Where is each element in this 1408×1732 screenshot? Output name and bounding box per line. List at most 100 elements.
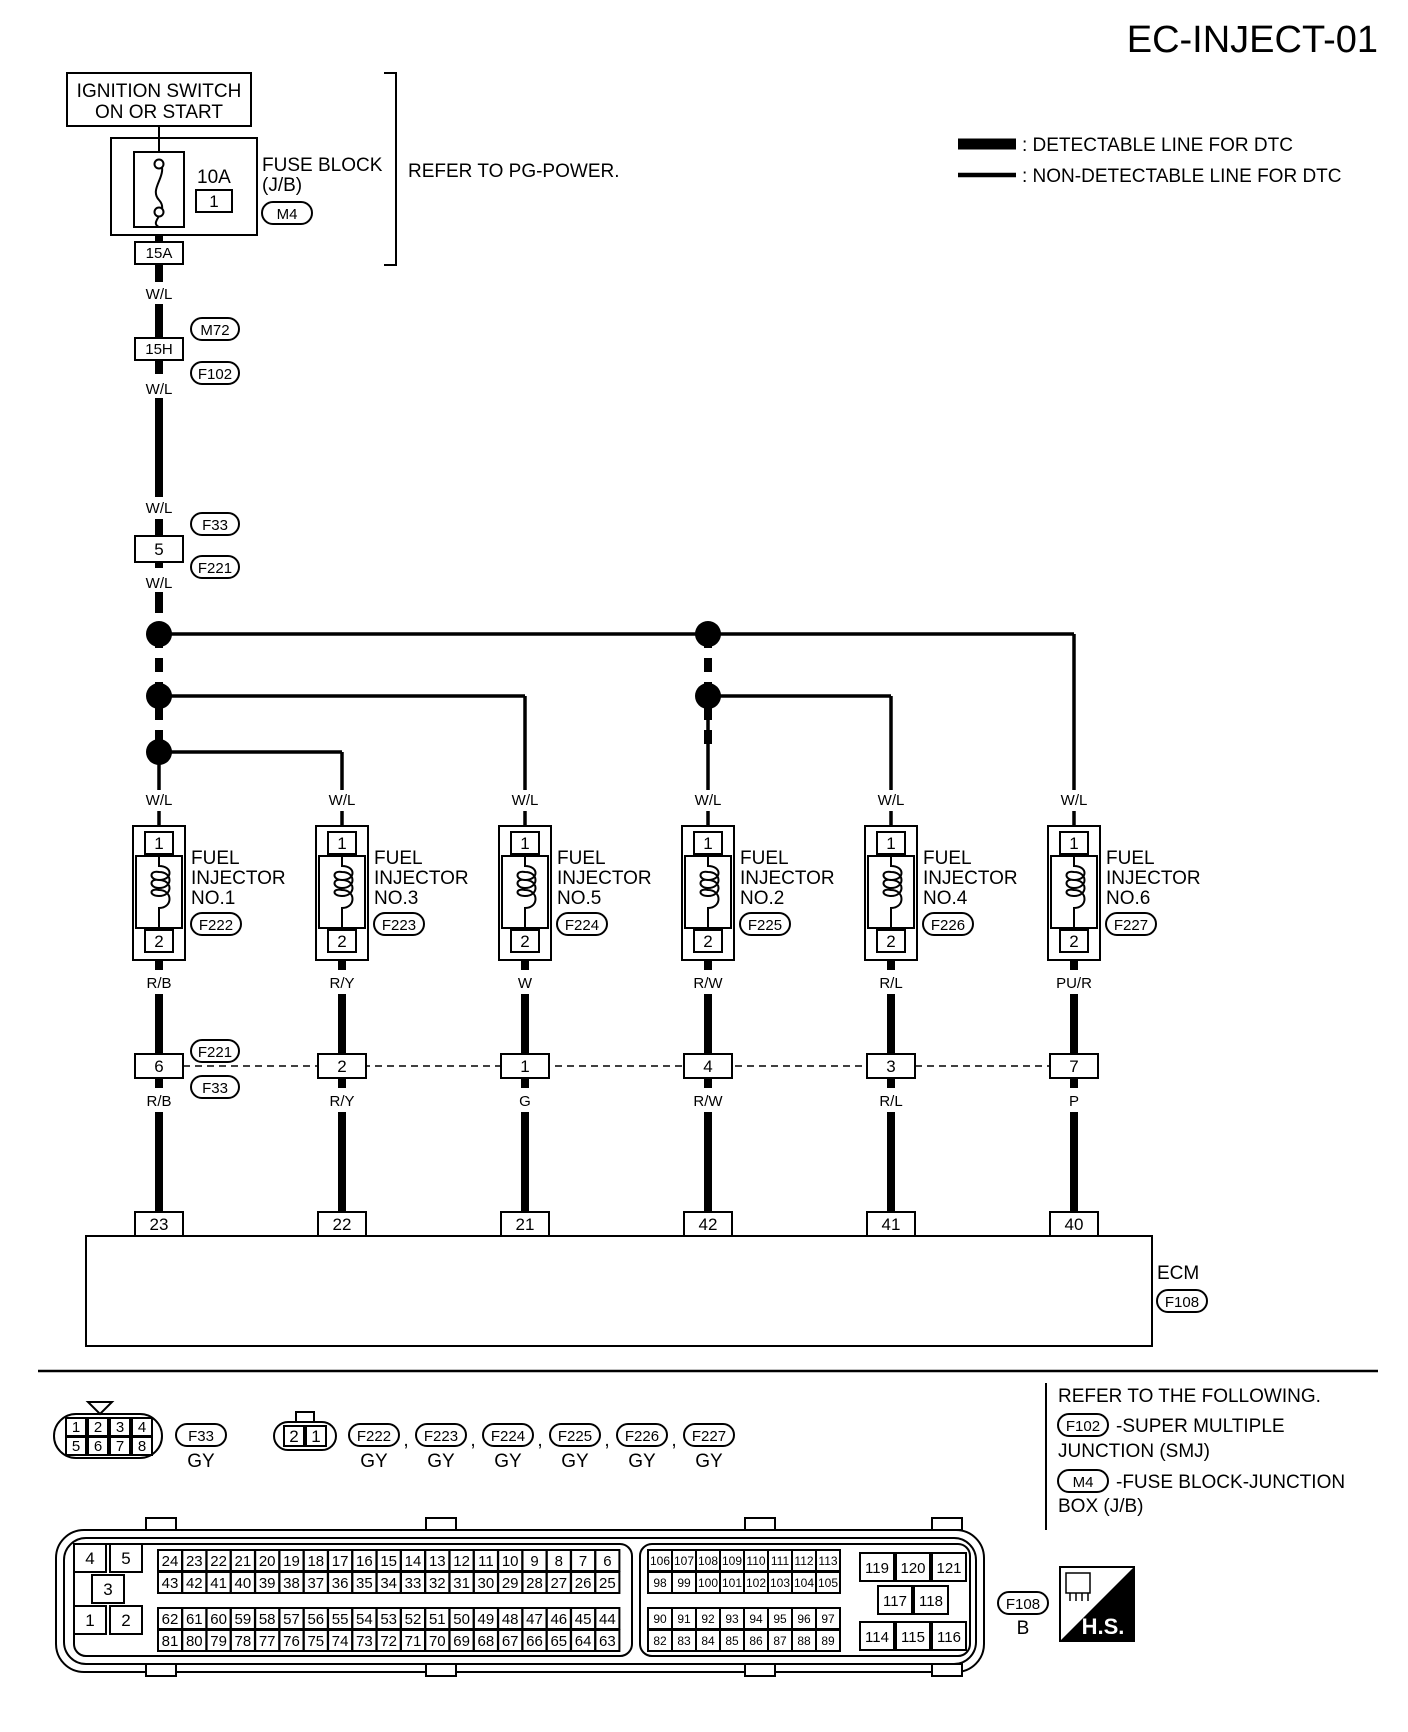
- ecm-latch: [425, 1663, 457, 1677]
- injector-columns: W/L12FUELINJECTORNO.1F222R/B6R/B23INJ#1W…: [132, 792, 1201, 1260]
- ecm-pin: 21: [516, 1215, 535, 1234]
- splice-dot: [146, 683, 172, 709]
- refer-item2-line1: -FUSE BLOCK-JUNCTION: [1116, 1472, 1345, 1493]
- injector-pin-2-box: [693, 929, 723, 953]
- connector-tag-f108: [1156, 1289, 1208, 1313]
- injector-pin-2-box: [510, 929, 540, 953]
- ecm-pin: 23: [150, 1215, 169, 1234]
- inj-view-separator: ,: [537, 1430, 542, 1451]
- f33-pin-box: [131, 1436, 153, 1456]
- page-code: EC-INJECT-01: [1127, 19, 1378, 61]
- inj-view-connector-tag: [482, 1423, 534, 1447]
- f33-pin: 6: [94, 1438, 102, 1455]
- ecm-pin-number: 83: [677, 1634, 691, 1648]
- ecm-power-pin: 1: [85, 1611, 94, 1630]
- splice-dot: [146, 621, 172, 647]
- ecm-connector-inner: [63, 1537, 977, 1665]
- ecm-pin: 40: [1065, 1215, 1084, 1234]
- ecm-right-pin: 120: [900, 1560, 925, 1577]
- ecm-pin-number: 35: [356, 1575, 373, 1592]
- injector-name-1: FUEL: [557, 848, 606, 869]
- refer-item1-line2: JUNCTION (SMJ): [1058, 1441, 1210, 1462]
- splice-dot: [695, 621, 721, 647]
- joint-pin: 7: [1069, 1057, 1078, 1076]
- injector-pin-2-box: [327, 929, 357, 953]
- injector-connector-tag-label: F225: [748, 917, 782, 934]
- injector-pin-top: 1: [520, 834, 529, 853]
- inj-view-pin-box: [305, 1425, 327, 1447]
- ecm-pin-number: 40: [235, 1575, 252, 1592]
- injector-pin-top: 1: [154, 834, 163, 853]
- fuse-block-label-1: FUSE BLOCK: [262, 155, 383, 176]
- ecm-pin: 41: [882, 1215, 901, 1234]
- injector-connector-tag-label: F223: [382, 917, 416, 934]
- inj-view-connector-tag-label: F222: [357, 1428, 391, 1445]
- wire-color-label: W/L: [146, 575, 173, 592]
- ecm-power-pin-box: [91, 1574, 125, 1604]
- ecm-latch: [744, 1517, 776, 1531]
- injector-connector-tag-label: F222: [199, 917, 233, 934]
- injector-pin-2-box: [1059, 929, 1089, 953]
- ecm-pin: 22: [333, 1215, 352, 1234]
- ecm-power-pin: 2: [121, 1611, 130, 1630]
- joint-pin-box: [134, 1053, 184, 1079]
- ecm-pin-number: 54: [356, 1611, 373, 1628]
- ecm: ECM F108: [85, 1235, 1208, 1347]
- ecm-pin-number: 77: [259, 1633, 276, 1650]
- ecm-pin-number: 29: [502, 1575, 519, 1592]
- ecm-right-pin-box: [931, 1621, 967, 1651]
- legend-detectable-text: : DETECTABLE LINE FOR DTC: [1022, 135, 1293, 156]
- inj-view-separator: ,: [604, 1430, 609, 1451]
- ecm-pin-number: 59: [235, 1611, 252, 1628]
- ecm-pin-number: 76: [283, 1633, 300, 1650]
- inj-view-color: GY: [561, 1451, 589, 1472]
- ecm-pin-number: 50: [453, 1611, 470, 1628]
- ecm-pin-number: 102: [746, 1576, 766, 1590]
- injector-name-2: INJECTOR: [557, 868, 652, 889]
- ecm-pin-number: 61: [186, 1611, 203, 1628]
- ecm-pin-number: 79: [210, 1633, 227, 1650]
- fuse-terminal-top: [153, 158, 165, 170]
- joint-pin: 6: [154, 1057, 163, 1076]
- injector-name-3: NO.5: [557, 888, 601, 909]
- ecm-pin-number: 39: [259, 1575, 276, 1592]
- wire-color-label: W/L: [146, 381, 173, 398]
- f33-pin: 7: [116, 1438, 124, 1455]
- wire-color-mid: PU/R: [1056, 975, 1092, 992]
- f33-pin: 3: [116, 1419, 124, 1436]
- connector-tag-f221-label: F221: [198, 560, 232, 577]
- f33-key-icon: [85, 1401, 115, 1416]
- ecm-pin-number: 58: [259, 1611, 276, 1628]
- injector-name-1: FUEL: [374, 848, 423, 869]
- fuse-block-label-2: (J/B): [262, 175, 302, 196]
- ecm-pin-number: 43: [162, 1575, 179, 1592]
- ecm-pin-number: 89: [821, 1634, 835, 1648]
- injector-pin-bottom: 2: [337, 932, 346, 951]
- ignition-label-1: IGNITION SWITCH: [77, 81, 242, 102]
- ecm-latch: [931, 1663, 963, 1677]
- ecm-pin-number: 95: [773, 1612, 787, 1626]
- f33-pin-box: [65, 1436, 87, 1456]
- connector-tag-f33: [190, 512, 240, 536]
- injector-pin-top: 1: [886, 834, 895, 853]
- connector-tag-f33-label: F33: [202, 517, 228, 534]
- injector-name-3: NO.2: [740, 888, 784, 909]
- f33-pin: 2: [94, 1419, 102, 1436]
- ecm-right-pin-box: [859, 1552, 895, 1582]
- ecm-pin-number: 37: [307, 1575, 324, 1592]
- ecm-pin-number: 104: [794, 1576, 814, 1590]
- refer-f102-tag-label: F102: [1066, 1418, 1100, 1435]
- refer-f102-tag: [1057, 1413, 1109, 1437]
- ecm-pin-number: 24: [162, 1553, 179, 1570]
- wire-color-bottom: R/W: [693, 1093, 723, 1110]
- ecm-pin-number: 14: [405, 1553, 422, 1570]
- ecm-pin-number: 74: [332, 1633, 349, 1650]
- ecm-right-pin: 117: [883, 1593, 907, 1610]
- inj-view-connector-tag-label: F227: [692, 1428, 726, 1445]
- injector-connector-tag: [922, 912, 974, 936]
